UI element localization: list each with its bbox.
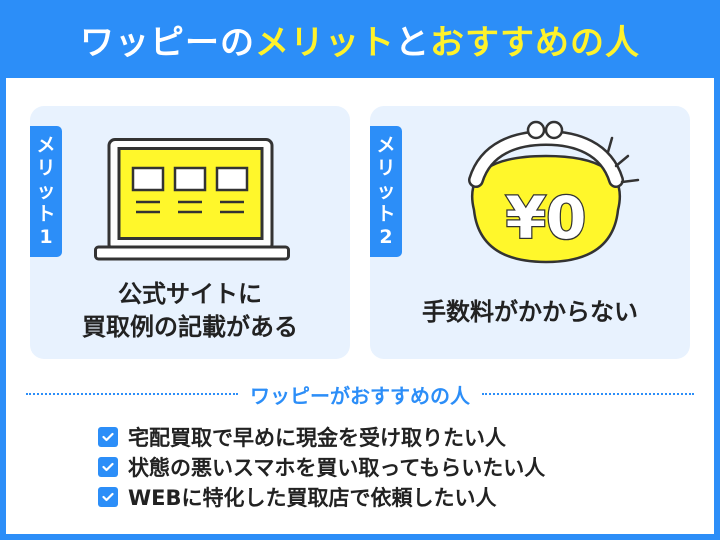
badge-char: ト (36, 203, 56, 225)
recommend-heading: ワッピーがおすすめの人 (250, 383, 470, 408)
list-item: 宅配買取で早めに現金を受け取りたい人 (98, 422, 545, 452)
badge-char: ッ (376, 180, 396, 202)
dotted-divider-left (26, 393, 238, 395)
list-item-text: WEBに特化した買取店で依頼したい人 (128, 486, 497, 510)
checkbox-checked-icon (98, 457, 118, 477)
checkbox-checked-icon (98, 487, 118, 507)
page-title: ワッピーのメリットとおすすめの人 (0, 0, 720, 78)
badge-char: ト (376, 203, 396, 225)
merit-card-2: メ リ ッ ト 2 ¥0 手数料がかからない (370, 106, 690, 359)
title-part-merit: メリット (255, 22, 395, 63)
list-item-text: 宅配買取で早めに現金を受け取りたい人 (128, 426, 506, 450)
badge-char: ッ (36, 180, 56, 202)
recommend-heading-row: ワッピーがおすすめの人 (26, 380, 694, 408)
content-panel: メ リ ッ ト 1 公式サイトに 買取例の記載がある メ (6, 78, 714, 534)
badge-char: 1 (39, 226, 53, 248)
coin-purse-icon: ¥0 (468, 120, 640, 264)
badge-char: リ (376, 157, 396, 179)
list-item-text: 状態の悪いスマホを買い取ってもらいたい人 (128, 456, 546, 480)
checkbox-checked-icon (98, 427, 118, 447)
badge-char: メ (376, 134, 396, 156)
list-item: 状態の悪いスマホを買い取ってもらいたい人 (98, 452, 545, 482)
purse-label: ¥0 (506, 184, 587, 252)
badge-char: リ (36, 157, 56, 179)
dotted-divider-right (482, 393, 694, 395)
list-item: WEBに特化した買取店で依頼したい人 (98, 482, 545, 512)
title-part-and: と (395, 22, 430, 63)
title-part-recommended: おすすめの人 (430, 22, 640, 63)
badge-char: 2 (379, 226, 393, 248)
merit-1-text: 公式サイトに 買取例の記載がある (30, 278, 350, 344)
merit-badge-1: メ リ ッ ト 1 (30, 126, 62, 257)
merit-badge-2: メ リ ッ ト 2 (370, 126, 402, 257)
merit-1-line-2: 買取例の記載がある (82, 313, 298, 341)
badge-char: メ (36, 134, 56, 156)
merit-2-line-1: 手数料がかからない (422, 298, 638, 326)
merit-2-text: 手数料がかからない (370, 296, 690, 329)
title-part-wappy: ワッピーの (80, 22, 255, 63)
recommend-list: 宅配買取で早めに現金を受け取りたい人 状態の悪いスマホを買い取ってもらいたい人 … (98, 422, 545, 512)
merit-card-1: メ リ ッ ト 1 公式サイトに 買取例の記載がある (30, 106, 350, 359)
merit-1-line-1: 公式サイトに (118, 280, 262, 308)
laptop-icon (94, 138, 290, 261)
